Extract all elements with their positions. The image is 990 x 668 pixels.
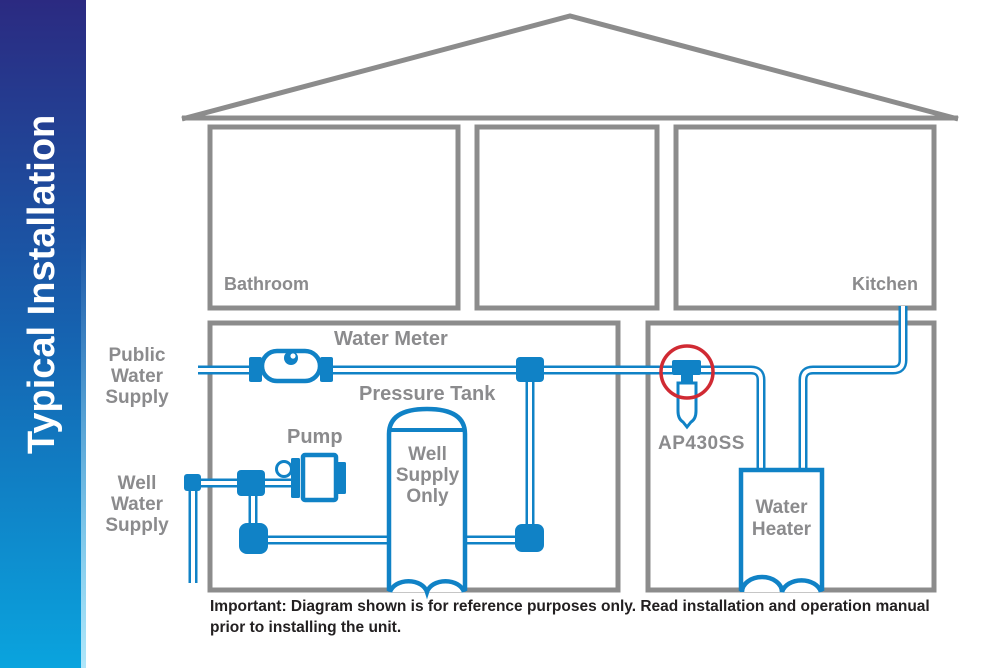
pump-icon <box>291 458 300 498</box>
label-water-heater: Water Heater <box>751 497 812 540</box>
room-box-bathroom <box>207 124 461 311</box>
fitting-tee-main-icon <box>516 357 544 382</box>
title-banner: Typical Installation <box>0 0 86 668</box>
label-water-meter: Water Meter <box>334 328 448 350</box>
inline-filter-icon <box>676 381 698 430</box>
meter-coupler-right-icon <box>320 357 333 382</box>
label-pump: Pump <box>287 426 343 448</box>
label-room-bathroom: Bathroom <box>224 274 309 294</box>
label-well-water-supply: Well Water Supply <box>105 473 169 536</box>
label-well-supply-only: Well Supply Only <box>395 444 460 507</box>
meter-dial-icon <box>284 351 298 365</box>
label-public-water-supply: Public Water Supply <box>105 345 169 408</box>
room-box-middle <box>474 124 660 311</box>
pump-motor-cap-icon <box>275 460 293 478</box>
heater-scallop-bottom <box>739 574 824 593</box>
fitting-elbow-riser-icon <box>515 524 544 552</box>
fitting-tee-well-icon <box>237 470 265 496</box>
label-pressure-tank: Pressure Tank <box>359 383 496 405</box>
inline-filter-neck-icon <box>681 374 693 383</box>
pump-body-icon <box>300 452 339 503</box>
label-filter-model: AP430SS <box>658 433 745 454</box>
meter-coupler-left-icon <box>249 357 262 382</box>
disclaimer-caption: Important: Diagram shown is for referenc… <box>210 597 950 638</box>
pipe-inner <box>801 306 905 472</box>
water-heater-icon <box>738 467 825 591</box>
inline-filter-head-icon <box>672 360 701 375</box>
pipe-inner <box>198 368 763 472</box>
fitting-elbow-well-icon <box>184 474 201 491</box>
label-room-kitchen: Kitchen <box>851 274 918 294</box>
highlight-circle-icon <box>659 344 715 400</box>
disclaimer-line-2: prior to installing the unit. <box>210 618 402 636</box>
tank-scallop-bottom <box>387 578 467 600</box>
fitting-elbow-tank-icon <box>239 523 268 554</box>
pump-end-icon <box>337 462 346 494</box>
meter-dial-dot <box>290 353 296 359</box>
room-box-kitchen <box>673 124 937 311</box>
pressure-tank-icon <box>386 406 468 591</box>
roof-outline <box>181 13 959 122</box>
disclaimer-line-1: Important: Diagram shown is for referenc… <box>210 598 930 615</box>
